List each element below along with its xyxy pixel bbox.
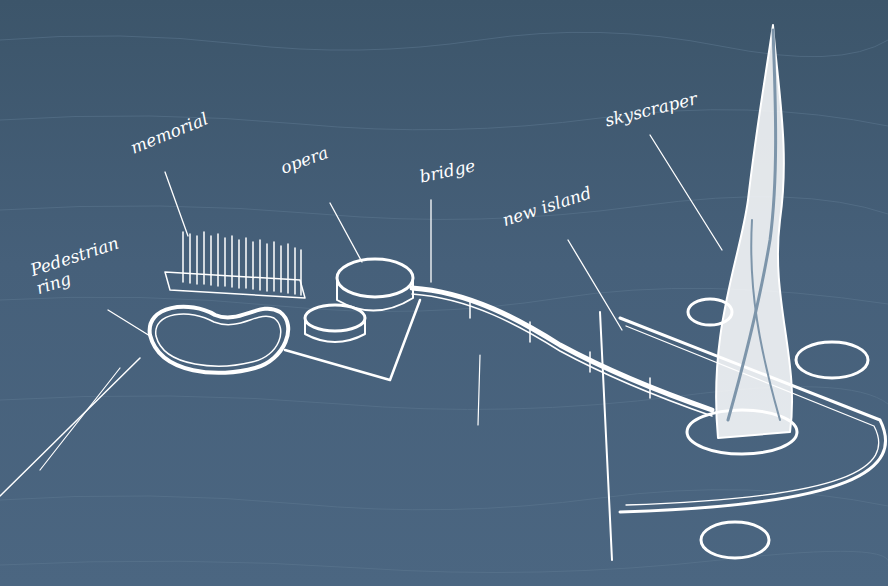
- callout-label: opera: [278, 133, 360, 178]
- callout-label: Pedestrian ring: [28, 234, 125, 297]
- callout-label: skyscraper: [603, 83, 724, 130]
- callout-label: memorial: [128, 99, 237, 158]
- callout-label: new island: [500, 175, 620, 230]
- callout-label: bridge: [418, 149, 510, 186]
